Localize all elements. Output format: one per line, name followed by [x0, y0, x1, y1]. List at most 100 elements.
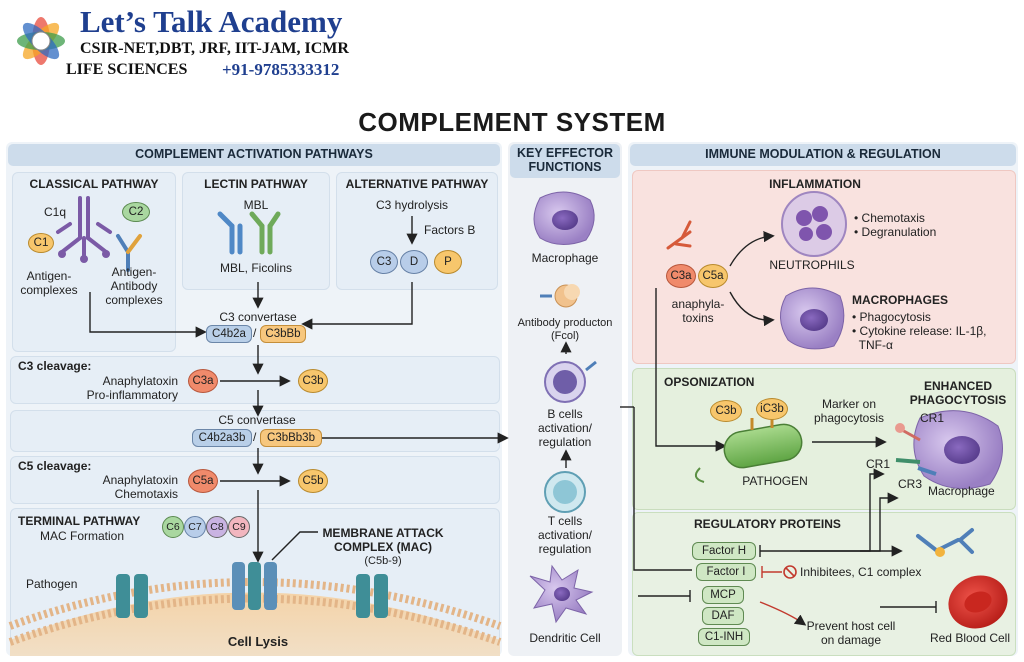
receptor-antibody-icon — [916, 528, 974, 557]
classical-title: CLASSICAL PATHWAY — [29, 177, 159, 191]
lectin-box — [182, 172, 330, 290]
c1-inh-pill: C1-INH — [698, 628, 750, 646]
anaphylatoxins-label: anaphyla- toxins — [671, 297, 725, 325]
macrophage-inflammation-icon — [780, 287, 845, 350]
lectin-title: LECTIN PATHWAY — [204, 177, 308, 191]
b-cell-icon — [544, 360, 597, 403]
terminal-title: TERMINAL PATHWAY — [18, 514, 141, 528]
inflam-c5a-ball: C5a — [698, 264, 728, 288]
cell-lysis-label: Cell Lysis — [227, 634, 289, 649]
inflammation-title: INFLAMMATION — [769, 177, 861, 191]
p-ball: P — [434, 250, 462, 274]
c3-convertase-label: C3 convertase — [219, 310, 297, 324]
macrophages-title: MACROPHAGES — [852, 293, 949, 307]
modulation-header: IMMUNE MODULATION & REGULATION — [630, 144, 1016, 166]
c2-ball: C2 — [122, 202, 150, 222]
mbl-molecule-icon — [217, 211, 281, 255]
logo-flower-icon — [17, 17, 65, 65]
c1q-complex-icon — [56, 196, 112, 258]
neutrophils-label: NEUTROPHILS — [769, 258, 855, 272]
c5-convertase-c3bbb3b: C3bBb3b — [260, 429, 322, 447]
c3-cleavage-label: C3 cleavage: — [18, 359, 92, 373]
macrophage-icon — [533, 191, 595, 245]
mac-pore-icon — [116, 562, 388, 618]
c1q-label: C1q — [44, 205, 67, 219]
phagocyte-macrophage-icon — [895, 410, 1003, 489]
c3-ball: C3 — [370, 250, 398, 274]
c3-cleavage-desc1: Anaphylatoxin — [102, 374, 178, 388]
c5-cleavage-label: C5 cleavage: — [18, 459, 92, 473]
enhanced-title: ENHANCED PHAGOCYTOSIS — [909, 379, 1007, 407]
activation-header: COMPLEMENT ACTIVATION PATHWAYS — [8, 144, 500, 166]
effector-header: KEY EFFECTOR FUNCTIONS — [510, 144, 620, 178]
opsonization-title: OPSONIZATION — [664, 375, 755, 389]
opson-ic3b-ball: iC3b — [756, 398, 788, 420]
daf-pill: DAF — [702, 607, 744, 625]
c5-convertase-sep: / — [253, 430, 257, 444]
opson-c3b-ball: C3b — [710, 400, 742, 422]
page-title: COMPLEMENT SYSTEM — [358, 107, 666, 137]
classical-box — [12, 172, 176, 352]
opson-macrophage-label: Macrophage — [928, 484, 995, 498]
d-ball: D — [400, 250, 428, 274]
no-symbol-icon — [783, 565, 797, 579]
c5-convertase-box — [10, 410, 500, 452]
c5-convertase-label: C5 convertase — [218, 413, 296, 427]
c3-convertase-sep: / — [253, 326, 257, 340]
logo-subtitle: CSIR-NET,DBT, JRF, IIT-JAM, ICMR — [80, 40, 349, 57]
cr3-label: CR3 — [898, 477, 923, 491]
c5-cleavage-desc2: Chemotaxis — [114, 487, 178, 501]
c3-hydrolysis-label: C3 hydrolysis — [376, 198, 449, 212]
c5-convertase-c4b2a3b: C4b2a3b — [192, 429, 252, 447]
c5-cleavage-desc1: Anaphylatoxin — [102, 473, 178, 487]
c5a-ball: C5a — [188, 469, 218, 493]
c5b-ball: C5b — [298, 469, 328, 493]
antigen-complexes-label: Antigen- complexes — [20, 269, 78, 297]
cr1-top-label: CR1 — [920, 411, 945, 425]
mac-subtitle: (C5b-9) — [364, 555, 402, 567]
academy-logo — [8, 8, 74, 74]
red-blood-cell-icon — [948, 575, 1008, 629]
factors-b-label: Factors B — [424, 223, 476, 237]
neutrophil-icon — [781, 191, 847, 257]
factor-i-pill: Factor I — [696, 563, 756, 581]
pathogen-label: Pathogen — [26, 577, 78, 591]
cr1-left-label: CR1 — [866, 457, 891, 471]
alternative-title: ALTERNATIVE PATHWAY — [345, 177, 489, 191]
mbl-label: MBL — [243, 198, 269, 212]
effector-antibody-label: Antibody producton (Fcol) — [517, 317, 613, 342]
dendritic-cell-icon — [529, 564, 594, 624]
c7-ball: C7 — [184, 516, 206, 538]
neutrophil-bullets: • Chemotaxis • Degranulation — [854, 211, 937, 239]
effector-macrophage-label: Macrophage — [531, 251, 599, 265]
effector-t-cells-label: T cells activation/ regulation — [537, 514, 593, 556]
antibody-production-icon — [540, 284, 580, 308]
antigen-antibody-label: Antigen- Antibody complexes — [105, 265, 163, 307]
c3a-ball: C3a — [188, 369, 218, 393]
c3b-ball: C3b — [298, 369, 328, 393]
terminal-subtitle: MAC Formation — [40, 529, 125, 543]
effector-b-cells-label: B cells activation/ regulation — [537, 407, 593, 449]
antibody-icon — [116, 234, 142, 272]
c3-cleavage-desc2: Pro-inflammatory — [86, 388, 178, 402]
regulatory-title: REGULATORY PROTEINS — [694, 517, 841, 531]
mac-title: MEMBRANE ATTACK COMPLEX (MAC) — [322, 526, 444, 554]
c1-ball: C1 — [28, 233, 54, 253]
factor-h-pill: Factor H — [692, 542, 756, 560]
rbc-label: Red Blood Cell — [929, 631, 1011, 645]
c3-convertase-c3bbb: C3bBb — [260, 325, 306, 343]
c3-convertase-c4b2a: C4b2a — [206, 325, 252, 343]
c8-ball: C8 — [206, 516, 228, 538]
c6-ball: C6 — [162, 516, 184, 538]
mcp-pill: MCP — [702, 586, 744, 604]
mbl-ficolins-label: MBL, Ficolins — [219, 261, 293, 275]
logo-line3: LIFE SCIENCES — [66, 61, 188, 78]
pathogen-bacterium-icon — [694, 416, 803, 483]
regulatory-box — [632, 512, 1016, 656]
c9-ball: C9 — [228, 516, 250, 538]
logo-phone: +91-9785333312 — [222, 60, 340, 79]
prevent-label: Prevent host cell on damage — [806, 619, 896, 647]
marker-label: Marker on phagocytosis — [813, 397, 885, 425]
opson-pathogen-label: PATHOGEN — [742, 474, 808, 488]
